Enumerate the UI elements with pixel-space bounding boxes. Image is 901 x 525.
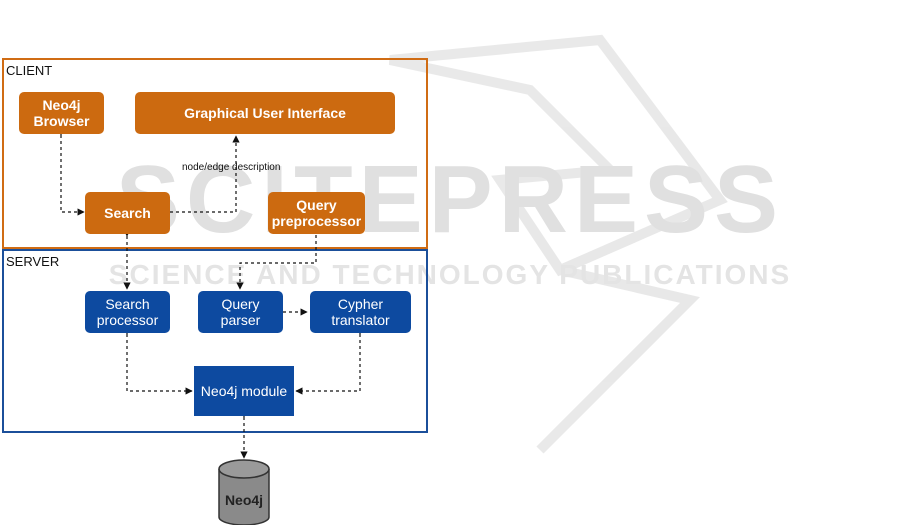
cypher-translator-box: Cypher translator — [310, 291, 411, 333]
query-preprocessor-box: Query preprocessor — [268, 192, 365, 234]
edge-search-gui — [170, 136, 236, 212]
edge-cypher-module — [296, 334, 360, 391]
neo4j-module-box: Neo4j module — [194, 366, 294, 416]
edge-preproc-parser — [240, 235, 316, 289]
database-label: Neo4j — [219, 492, 269, 508]
edge-label-node-description: node/edge description — [182, 162, 280, 173]
database-icon — [217, 457, 273, 525]
gui-box: Graphical User Interface — [135, 92, 395, 134]
edge-searchproc-module — [127, 334, 192, 391]
query-parser-box: Query parser — [198, 291, 283, 333]
search-processor-box: Search processor — [85, 291, 170, 333]
search-box: Search — [85, 192, 170, 234]
neo4j-browser-box: Neo4j Browser — [19, 92, 104, 134]
edge-browser-search — [61, 135, 84, 212]
